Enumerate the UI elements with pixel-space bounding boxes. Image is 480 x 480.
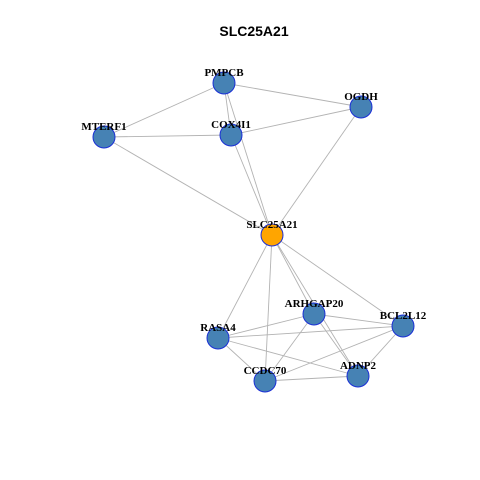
node-label-rasa4: RASA4 <box>200 322 236 334</box>
edge-mterf1-cox4i1 <box>103 134 232 138</box>
node-rasa4 <box>206 326 230 350</box>
node-label-bcl2l12: BCL2L12 <box>380 310 427 322</box>
node-label-ccdc70: CCDC70 <box>244 365 287 377</box>
node-pmpcb <box>212 71 236 95</box>
edges-layer <box>103 82 404 382</box>
edge-bcl2l12-ccdc70 <box>264 325 404 382</box>
edge-arhgap20-adnp2 <box>313 313 359 377</box>
edge-pmpcb-ogdh <box>223 82 362 108</box>
node-mterf1 <box>92 125 116 149</box>
edge-ccdc70-adnp2 <box>264 375 359 382</box>
node-label-adnp2: ADNP2 <box>340 360 377 372</box>
edge-slc25a21-bcl2l12 <box>271 234 404 327</box>
node-label-arhgap20: ARHGAP20 <box>285 298 344 310</box>
node-arhgap20 <box>302 302 326 326</box>
edge-pmpcb-mterf1 <box>103 82 225 138</box>
edge-slc25a21-rasa4 <box>217 234 273 339</box>
node-adnp2 <box>346 364 370 388</box>
node-ogdh <box>349 95 373 119</box>
edge-cox4i1-ogdh <box>230 106 362 136</box>
node-label-slc25a21: SLC25A21 <box>246 219 297 231</box>
edge-arhgap20-ccdc70 <box>264 313 315 382</box>
edge-cox4i1-slc25a21 <box>230 134 273 236</box>
node-bcl2l12 <box>391 314 415 338</box>
edge-pmpcb-slc25a21 <box>223 82 273 236</box>
node-ccdc70 <box>253 369 277 393</box>
node-label-pmpcb: PMPCB <box>204 67 244 79</box>
graph-title: SLC25A21 <box>219 23 288 39</box>
nodes-layer <box>92 71 415 393</box>
edge-arhgap20-rasa4 <box>217 313 315 339</box>
labels-layer: PMPCB OGDH MTERF1 COX4I1SLC25A21ARHGAP20BCL… <box>81 67 426 377</box>
node-label-ogdh: OGDH <box>344 91 378 103</box>
edge-rasa4-adnp2 <box>217 337 359 377</box>
node-slc25a21 <box>260 223 284 247</box>
edge-rasa4-bcl2l12 <box>217 325 404 339</box>
edge-slc25a21-ccdc70 <box>264 234 273 382</box>
edge-slc25a21-arhgap20 <box>271 234 315 315</box>
node-label-cox4i1: COX4I1 <box>211 119 251 131</box>
node-cox4i1 <box>219 123 243 147</box>
node-label-mterf1: MTERF1 <box>81 121 126 133</box>
edge-ogdh-slc25a21 <box>271 106 362 236</box>
edge-mterf1-slc25a21 <box>103 136 273 236</box>
edge-arhgap20-bcl2l12 <box>313 313 404 327</box>
